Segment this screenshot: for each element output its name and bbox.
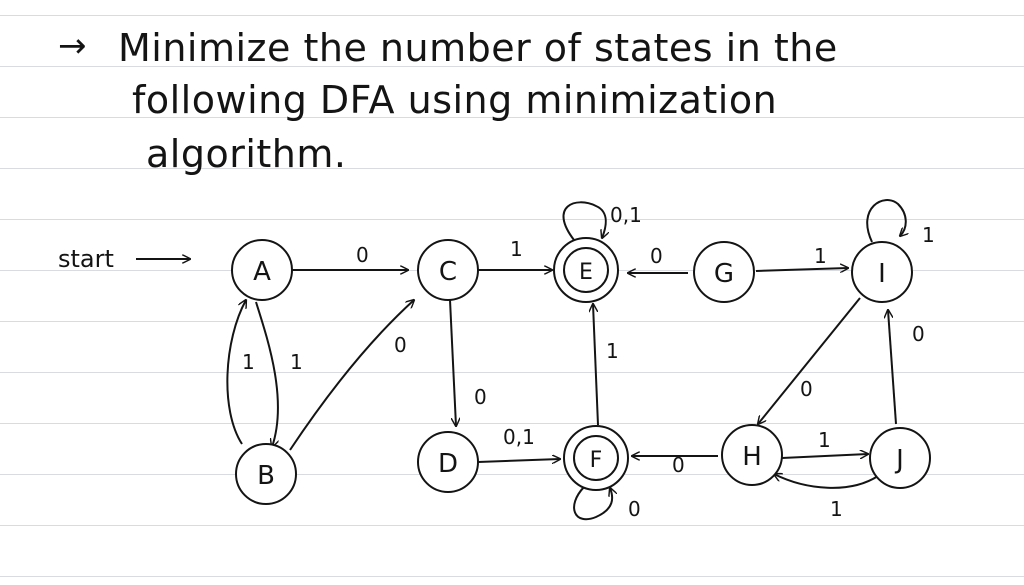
edge-I-I xyxy=(866,199,906,243)
edge-label-I-H: 0 xyxy=(800,377,813,401)
state-label-C: C xyxy=(439,257,457,287)
state-D xyxy=(417,431,479,493)
edge-D-F xyxy=(477,459,560,462)
edge-label-G-I: 1 xyxy=(814,244,827,268)
state-G xyxy=(693,241,755,303)
edge-C-D xyxy=(449,299,456,426)
edge-B-C xyxy=(289,300,414,451)
ruled-line xyxy=(0,576,1024,577)
state-label-F: F xyxy=(590,448,603,473)
state-H xyxy=(721,424,783,486)
ruled-line xyxy=(0,474,1024,475)
edge-label-C-D: 0 xyxy=(474,385,487,409)
edge-label-A-C: 0 xyxy=(356,243,369,267)
edge-B-A xyxy=(226,300,246,445)
state-label-J: J xyxy=(894,445,904,475)
edge-label-B-C: 0 xyxy=(394,333,407,357)
ruled-line xyxy=(0,525,1024,526)
ruled-line xyxy=(0,168,1024,169)
state-label-D: D xyxy=(438,449,458,479)
edge-label-B-A: 1 xyxy=(242,350,255,374)
state-I xyxy=(851,241,913,303)
edge-F-F xyxy=(573,487,612,521)
state-label-H: H xyxy=(742,442,762,472)
edge-I-H xyxy=(758,297,861,424)
edge-label-G-E: 0 xyxy=(650,244,663,268)
ruled-line xyxy=(0,372,1024,373)
ruled-line xyxy=(0,219,1024,220)
state-label-I: I xyxy=(878,259,886,289)
edge-label-H-J: 1 xyxy=(818,428,831,452)
ruled-line xyxy=(0,321,1024,322)
state-E-accept-ring xyxy=(563,247,609,293)
state-label-A: A xyxy=(253,257,271,287)
edge-J-I xyxy=(888,310,897,425)
ruled-line xyxy=(0,117,1024,118)
edge-G-I xyxy=(755,268,848,271)
state-A xyxy=(231,239,293,301)
edge-label-F-F: 0 xyxy=(628,497,641,521)
edge-E-E xyxy=(562,201,605,241)
problem-line-1: Minimize the number of states in the xyxy=(118,26,838,70)
edge-label-J-I: 0 xyxy=(912,322,925,346)
edge-label-H-F: 0 xyxy=(672,453,685,477)
state-label-B: B xyxy=(257,461,275,491)
problem-line-3: algorithm. xyxy=(146,132,347,176)
edge-label-A-B: 1 xyxy=(290,350,303,374)
edge-label-D-F: 0,1 xyxy=(503,425,535,449)
state-label-E: E xyxy=(579,260,593,285)
ruled-line xyxy=(0,423,1024,424)
start-label: start xyxy=(58,245,114,273)
edge-A-B xyxy=(255,301,279,447)
edge-label-I-I: 1 xyxy=(922,223,935,247)
state-label-G: G xyxy=(714,259,734,289)
problem-line-2: following DFA using minimization xyxy=(132,78,778,122)
arrow-bullet-icon: → xyxy=(58,26,87,66)
state-J xyxy=(869,427,931,489)
edge-label-C-E: 1 xyxy=(510,237,523,261)
ruled-line xyxy=(0,66,1024,67)
state-C xyxy=(417,239,479,301)
edge-F-E xyxy=(593,304,599,426)
edge-J-H xyxy=(774,474,879,489)
state-B xyxy=(235,443,297,505)
edge-H-J xyxy=(781,454,868,459)
edge-label-J-H: 1 xyxy=(830,497,843,521)
state-F-accept-ring xyxy=(573,435,619,481)
ruled-line xyxy=(0,15,1024,16)
edge-label-F-E: 1 xyxy=(606,339,619,363)
edge-label-E-E: 0,1 xyxy=(610,203,642,227)
